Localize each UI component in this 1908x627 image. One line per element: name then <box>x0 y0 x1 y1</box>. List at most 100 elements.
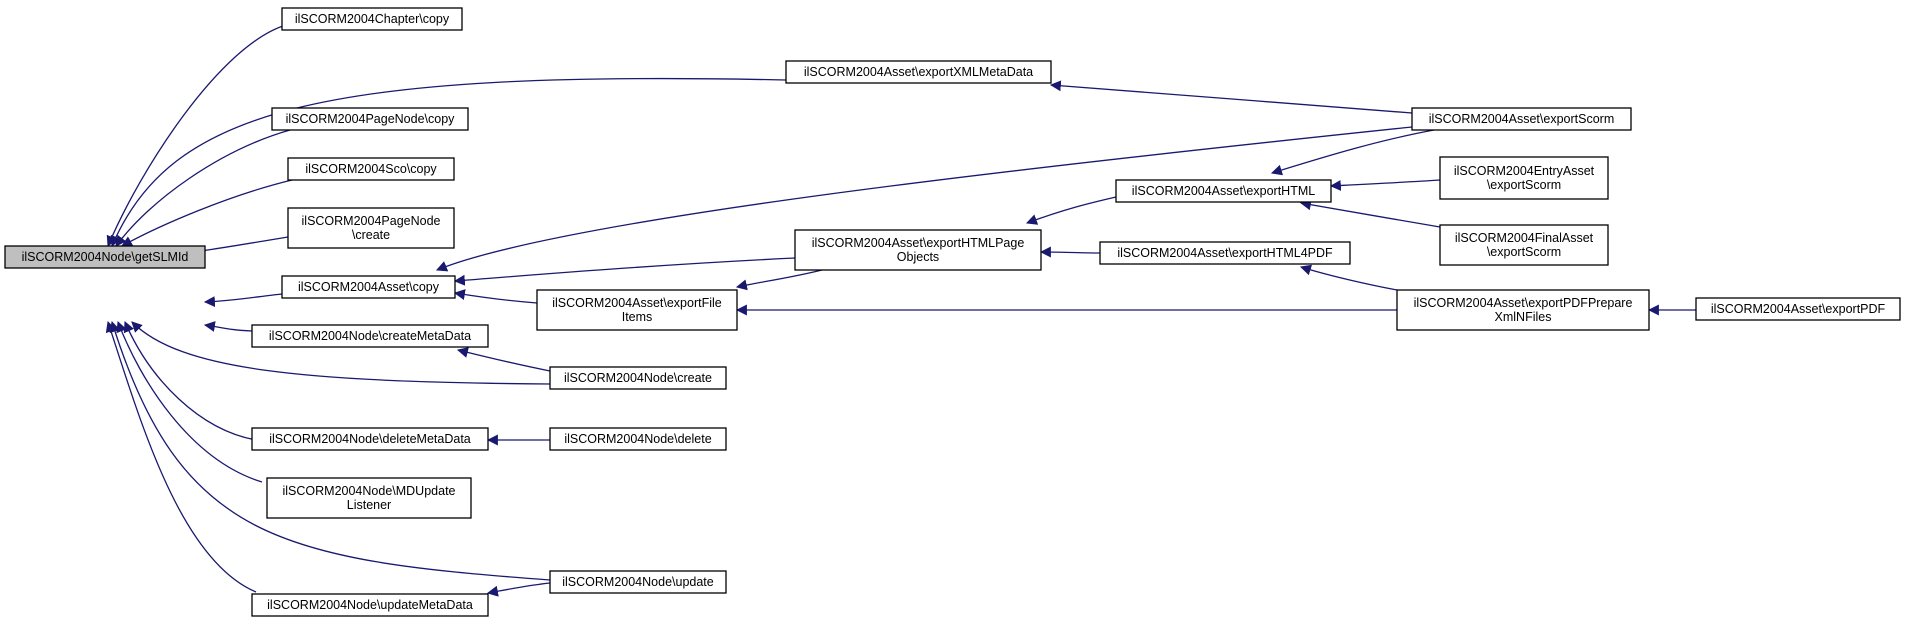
edge-asset_copy-to-root <box>203 293 283 308</box>
node-label: ilSCORM2004Node\createMetaData <box>269 329 471 343</box>
node-label: Items <box>622 310 653 324</box>
node-label: ilSCORM2004Node\delete <box>564 432 711 446</box>
node-box <box>4 245 206 269</box>
node-box <box>785 60 1052 84</box>
node-label: ilSCORM2004Node\updateMetaData <box>267 598 473 612</box>
node-label: ilSCORM2004Chapter\copy <box>295 12 450 26</box>
node-label: Objects <box>897 250 939 264</box>
node-box <box>1439 156 1609 200</box>
node-box <box>251 593 489 617</box>
node-label: ilSCORM2004Node\getSLMId <box>22 250 189 264</box>
edge-asset_exportHTMLPageObjects-to-asset_exportFileItems <box>735 269 823 291</box>
node-label: ilSCORM2004Asset\exportFile <box>552 296 722 310</box>
edge-asset_exportHTML4PDF-to-asset_exportHTMLPageObjects <box>1039 246 1101 258</box>
node-node_createMetaData[interactable]: ilSCORM2004Node\createMetaData <box>251 324 489 348</box>
node-box <box>281 275 456 299</box>
node-label: ilSCORM2004Asset\exportHTML <box>1132 184 1315 198</box>
node-asset_exportHTML4PDF[interactable]: ilSCORM2004Asset\exportHTML4PDF <box>1099 241 1351 265</box>
node-finalasset_exportScorm[interactable]: ilSCORM2004FinalAsset\exportScorm <box>1439 224 1609 266</box>
node-label: \exportScorm <box>1487 178 1561 192</box>
edge-node_create-to-root <box>131 321 551 385</box>
edge-node_deleteMetaData-to-root <box>123 320 257 441</box>
node-asset_exportHTML[interactable]: ilSCORM2004Asset\exportHTML <box>1115 179 1332 203</box>
node-label: ilSCORM2004Sco\copy <box>305 162 437 176</box>
node-box <box>1396 289 1650 331</box>
node-label: ilSCORM2004Asset\copy <box>298 280 440 294</box>
edge-asset_exportFileItems-to-asset_copy <box>453 289 538 304</box>
node-box <box>266 477 472 519</box>
edge-node_MDUpdateListener-to-root <box>116 320 263 483</box>
node-label: ilSCORM2004PageNode\copy <box>286 112 456 126</box>
edge-asset_exportPDFPrepareXmlNFiles-to-asset_exportHTML4PDF <box>1299 264 1398 291</box>
node-pagenode_create[interactable]: ilSCORM2004PageNode\create <box>287 207 455 249</box>
edge-asset_exportScorm-to-asset_copy <box>435 126 1413 272</box>
node-root[interactable]: ilSCORM2004Node\getSLMId <box>4 245 206 269</box>
node-label: ilSCORM2004Asset\exportXMLMetaData <box>804 65 1033 79</box>
node-box <box>1411 107 1632 131</box>
edges-layer <box>105 24 1696 597</box>
edge-node_update-to-root <box>109 320 551 581</box>
node-box <box>251 427 489 451</box>
node-label: XmlNFiles <box>1495 310 1552 324</box>
edge-asset_exportHTMLPageObjects-to-asset_copy <box>453 257 796 286</box>
node-box <box>1439 224 1609 266</box>
edge-entryasset_exportScorm-to-asset_exportHTML <box>1329 179 1441 191</box>
node-box <box>794 229 1042 271</box>
edge-node_update-to-node_updateMetaData <box>486 582 551 597</box>
node-node_create[interactable]: ilSCORM2004Node\create <box>549 366 727 390</box>
node-chapter_copy[interactable]: ilSCORM2004Chapter\copy <box>281 7 463 31</box>
node-box <box>287 157 455 181</box>
edge-asset_exportHTML-to-asset_exportHTMLPageObjects <box>1025 196 1117 225</box>
node-label: ilSCORM2004PageNode <box>302 214 441 228</box>
node-box <box>1695 297 1901 321</box>
node-box <box>1115 179 1332 203</box>
node-label: \create <box>352 228 390 242</box>
edge-finalasset_exportScorm-to-asset_exportHTML <box>1299 199 1441 228</box>
edge-asset_exportScorm-to-asset_exportHTML <box>1270 129 1435 176</box>
node-label: ilSCORM2004Asset\exportPDF <box>1711 302 1886 316</box>
node-asset_exportPDFPrepareXmlNFiles[interactable]: ilSCORM2004Asset\exportPDFPrepareXmlNFil… <box>1396 289 1650 331</box>
nodes-layer: ilSCORM2004Node\getSLMId ilSCORM2004Chapt… <box>4 7 1901 617</box>
node-box <box>549 427 727 451</box>
node-box <box>281 7 463 31</box>
node-label: ilSCORM2004Node\deleteMetaData <box>269 432 471 446</box>
edge-node_updateMetaData-to-root <box>105 320 257 593</box>
node-box <box>536 289 738 331</box>
node-node_delete[interactable]: ilSCORM2004Node\delete <box>549 427 727 451</box>
node-label: ilSCORM2004EntryAsset <box>1454 164 1595 178</box>
edge-pagenode_copy-to-root <box>115 129 291 247</box>
node-box <box>549 570 727 594</box>
node-label: ilSCORM2004FinalAsset <box>1455 231 1594 245</box>
node-label: ilSCORM2004Asset\exportHTML4PDF <box>1117 246 1333 260</box>
node-asset_exportXMLMetaData[interactable]: ilSCORM2004Asset\exportXMLMetaData <box>785 60 1052 84</box>
edge-sco_copy-to-root <box>121 179 293 247</box>
node-label: ilSCORM2004Node\MDUpdate <box>283 484 456 498</box>
node-box <box>1099 241 1351 265</box>
edge-node_create-to-node_createMetaData <box>456 347 551 372</box>
edge-asset_exportScorm-to-asset_exportXMLMetaData <box>1049 80 1413 114</box>
node-sco_copy[interactable]: ilSCORM2004Sco\copy <box>287 157 455 181</box>
node-node_update[interactable]: ilSCORM2004Node\update <box>549 570 727 594</box>
node-label: ilSCORM2004Node\update <box>562 575 714 589</box>
node-node_deleteMetaData[interactable]: ilSCORM2004Node\deleteMetaData <box>251 427 489 451</box>
node-box <box>271 107 469 131</box>
node-pagenode_copy[interactable]: ilSCORM2004PageNode\copy <box>271 107 469 131</box>
node-label: ilSCORM2004Asset\exportScorm <box>1429 112 1614 126</box>
node-label: ilSCORM2004Node\create <box>564 371 712 385</box>
node-box <box>549 366 727 390</box>
node-entryasset_exportScorm[interactable]: ilSCORM2004EntryAsset\exportScorm <box>1439 156 1609 200</box>
edge-chapter_copy-to-root <box>106 24 287 248</box>
node-node_updateMetaData[interactable]: ilSCORM2004Node\updateMetaData <box>251 593 489 617</box>
node-label: ilSCORM2004Asset\exportPDFPrepare <box>1414 296 1633 310</box>
node-asset_copy[interactable]: ilSCORM2004Asset\copy <box>281 275 456 299</box>
node-label: ilSCORM2004Asset\exportHTMLPage <box>812 236 1025 250</box>
node-box <box>251 324 489 348</box>
node-asset_exportPDF[interactable]: ilSCORM2004Asset\exportPDF <box>1695 297 1901 321</box>
node-asset_exportScorm[interactable]: ilSCORM2004Asset\exportScorm <box>1411 107 1632 131</box>
node-label: \exportScorm <box>1487 245 1561 259</box>
node-box <box>287 207 455 249</box>
